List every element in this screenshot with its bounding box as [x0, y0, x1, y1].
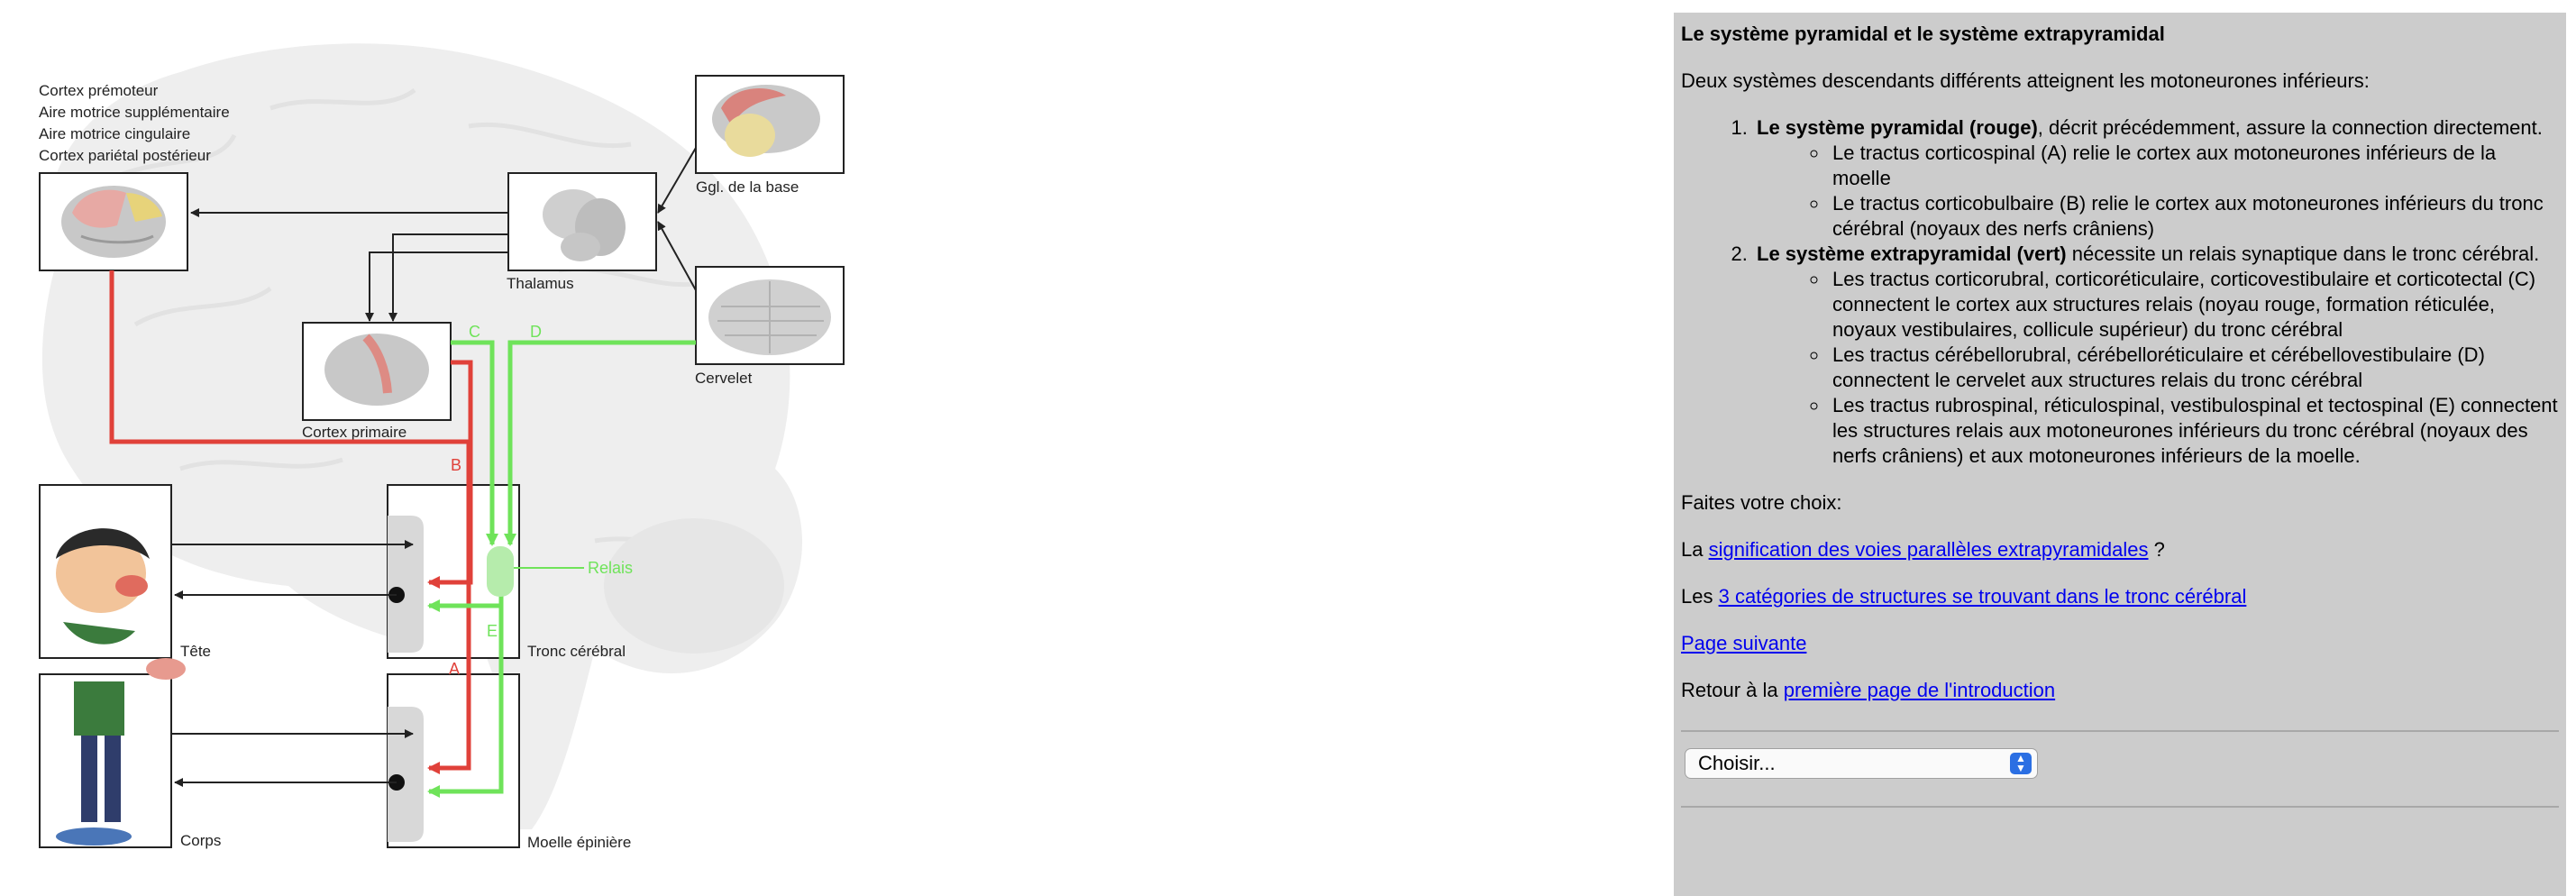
- cerebellum-box: Cervelet: [695, 266, 845, 387]
- cerebellum-label: Cervelet: [695, 370, 753, 387]
- cortex-area-label: Cortex pariétal postérieur: [39, 147, 211, 164]
- next-page-link[interactable]: Page suivante: [1681, 632, 1807, 654]
- sub-item: Le tractus corticobulbaire (B) relie le …: [1829, 191, 2559, 242]
- tract-letter-e: E: [487, 622, 498, 640]
- choice-line-2: Les 3 catégories de structures se trouva…: [1681, 584, 2559, 609]
- panel-title: Le système pyramidal et le système extra…: [1681, 23, 2165, 45]
- cortex-area-label: Aire motrice cingulaire: [39, 125, 190, 142]
- brainstem-label: Tronc cérébral: [527, 643, 626, 660]
- cortex-area-label: Aire motrice supplémentaire: [39, 104, 230, 121]
- motor-systems-diagram: Cortex prémoteur Aire motrice supplément…: [39, 43, 845, 851]
- primary-cortex-box: Cortex primaire: [302, 322, 452, 441]
- sub-item: Le tractus corticospinal (A) relie le co…: [1829, 141, 2559, 191]
- select-chevrons-icon: ▲▼: [2010, 753, 2032, 774]
- choice-prefix: Les: [1681, 585, 1719, 608]
- navigation-select[interactable]: Choisir... ▲▼: [1685, 748, 2038, 779]
- tract-letter-b: B: [451, 456, 461, 474]
- spinal-cord-box: Moelle épinière: [387, 673, 631, 851]
- spinal-cord-label: Moelle épinière: [527, 834, 631, 851]
- extrapyramidal-system-item: Le système extrapyramidal (vert) nécessi…: [1753, 242, 2559, 469]
- choice-prompt: Faites votre choix:: [1681, 491, 1842, 514]
- sub-item: Les tractus rubrospinal, réticulospinal,…: [1829, 393, 2559, 469]
- brainstem-categories-link[interactable]: 3 catégories de structures se trouvant d…: [1718, 585, 2247, 608]
- thalamus-box: Thalamus: [507, 172, 657, 292]
- basal-ganglia-label: Ggl. de la base: [696, 178, 799, 196]
- divider: [1681, 730, 2559, 732]
- choice-line-1: La signification des voies parallèles ex…: [1681, 537, 2559, 562]
- pyramidal-system-item: Le système pyramidal (rouge), décrit pré…: [1753, 115, 2559, 242]
- item-text: , décrit précédemment, assure la connect…: [2037, 116, 2543, 139]
- divider: [1681, 806, 2559, 808]
- sub-list: Les tractus corticorubral, corticoréticu…: [1793, 267, 2559, 469]
- head-box: Tête: [39, 484, 211, 660]
- select-value: Choisir...: [1698, 752, 1776, 774]
- tract-letter-a: A: [449, 660, 460, 678]
- tract-letter-d: D: [530, 323, 542, 341]
- cortex-areas-list: Cortex prémoteur Aire motrice supplément…: [39, 82, 230, 164]
- tract-letter-c: C: [469, 323, 480, 341]
- panel-intro: Deux systèmes descendants différents att…: [1681, 69, 2370, 92]
- sub-list: Le tractus corticospinal (A) relie le co…: [1793, 141, 2559, 242]
- item-text: nécessite un relais synaptique dans le t…: [2066, 242, 2540, 265]
- basal-ganglia-box: Ggl. de la base: [695, 75, 845, 196]
- association-cortex-box: [39, 172, 188, 271]
- systems-list: Le système pyramidal (rouge), décrit pré…: [1713, 115, 2559, 469]
- back-line: Retour à la première page de l'introduct…: [1681, 678, 2559, 703]
- relay-node: [487, 546, 514, 597]
- parallel-pathways-link[interactable]: signification des voies parallèles extra…: [1708, 538, 2149, 561]
- black-connections: [171, 147, 697, 787]
- item-title: Le système extrapyramidal (vert): [1757, 242, 2067, 265]
- extrapyramidal-tracts: [427, 340, 696, 798]
- body-label: Corps: [180, 832, 221, 849]
- pyramidal-tracts: [109, 270, 473, 774]
- choice-prefix: La: [1681, 538, 1709, 561]
- head-label: Tête: [180, 643, 211, 660]
- body-box: Corps: [39, 658, 221, 849]
- sub-item: Les tractus cérébellorubral, cérébelloré…: [1829, 343, 2559, 393]
- explanation-panel: Le système pyramidal et le système extra…: [1674, 13, 2566, 896]
- choice-suffix: ?: [2148, 538, 2165, 561]
- item-title: Le système pyramidal (rouge): [1757, 116, 2038, 139]
- relay-label: Relais: [588, 559, 633, 577]
- intro-first-page-link[interactable]: première page de l'introduction: [1783, 679, 2056, 701]
- cortex-area-label: Cortex prémoteur: [39, 82, 159, 99]
- primary-cortex-label: Cortex primaire: [302, 424, 406, 441]
- thalamus-label: Thalamus: [507, 275, 574, 292]
- next-page-line: Page suivante: [1681, 631, 2559, 656]
- back-prefix: Retour à la: [1681, 679, 1784, 701]
- sub-item: Les tractus corticorubral, corticoréticu…: [1829, 267, 2559, 343]
